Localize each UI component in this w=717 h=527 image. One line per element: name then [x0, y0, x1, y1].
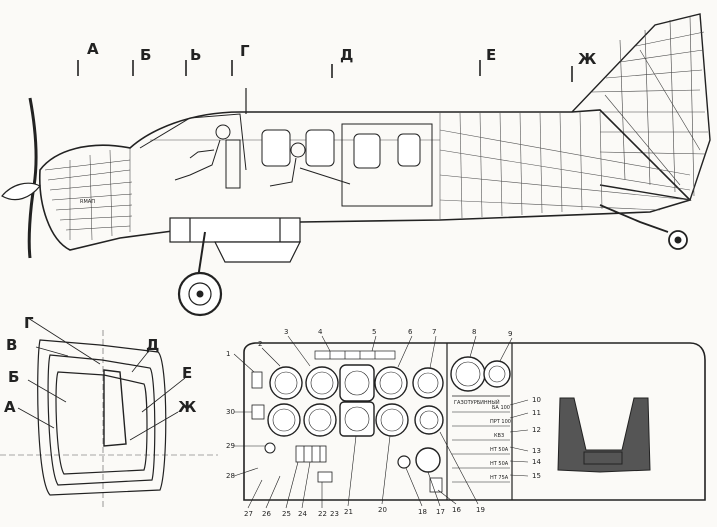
callout-26: 26 [262, 510, 271, 518]
callout-22: 22 [318, 510, 327, 518]
cross-label-b: Б [8, 368, 19, 386]
gauge-row-top [269, 356, 511, 402]
callout-15: 15 [532, 472, 541, 480]
placard-6: НТ 75А [490, 475, 509, 481]
callout-2: 2 [258, 340, 262, 348]
callout-17: 17 [436, 508, 445, 516]
callout-20: 20 [378, 506, 387, 514]
callout-5: 5 [372, 328, 376, 336]
placard-1: БА 100 [492, 405, 510, 411]
instrument-panel: ГАЗОТУРБИННЫЙ БА 100 ПРТ 100 КВЗ НТ 50А … [226, 328, 706, 518]
callout-4: 4 [318, 328, 323, 336]
callout-19: 19 [476, 506, 485, 514]
callout-21: 21 [344, 508, 353, 516]
tail-landing-gear [599, 204, 688, 250]
callout-8: 8 [472, 328, 476, 336]
section-markers [77, 60, 573, 82]
callout-leaders [233, 335, 529, 509]
gauge-row-bottom [264, 401, 444, 473]
placard-2: ПРТ 100 [490, 419, 511, 425]
callout-27: 27 [244, 510, 253, 518]
cross-label-e: Е [182, 364, 192, 382]
callout-24: 24 [298, 510, 307, 518]
cross-label-v: В [6, 336, 17, 354]
annunciator-strip [314, 350, 396, 360]
section-label-d: Д [340, 46, 353, 64]
panel-callouts: 1 2 3 4 5 6 7 8 9 10 11 12 13 14 15 16 1… [226, 328, 541, 518]
placard-header: ГАЗОТУРБИННЫЙ [454, 399, 500, 406]
callout-6: 6 [408, 328, 413, 336]
callout-16: 16 [452, 506, 461, 514]
section-label-a: А [87, 40, 99, 58]
callout-9: 9 [508, 330, 512, 338]
callout-10: 10 [532, 396, 541, 404]
control-yoke [557, 397, 651, 473]
main-landing-gear [177, 231, 223, 317]
callout-30: 30 [226, 408, 235, 416]
propeller [1, 97, 41, 259]
placard-column: ГАЗОТУРБИННЫЙ БА 100 ПРТ 100 КВЗ НТ 50А … [452, 395, 511, 483]
fuselage-marking: RМАП [80, 199, 95, 205]
pilot-figure [174, 124, 241, 189]
fuselage-cross-section: Г В Д Б Е А Ж [0, 314, 218, 510]
callout-11: 11 [532, 409, 541, 417]
cross-label-zh: Ж [178, 398, 197, 416]
callout-29: 29 [226, 442, 235, 450]
callout-25: 25 [282, 510, 291, 518]
cross-label-g: Г [24, 314, 34, 332]
crew-figure [269, 142, 351, 187]
aircraft-side-view: А Б Ь Г Д Е Ж [1, 13, 711, 317]
section-label-zh: Ж [578, 50, 597, 68]
placard-4: НТ 50А [490, 447, 509, 453]
switch-bank [251, 371, 443, 493]
callout-13: 13 [532, 447, 541, 455]
callout-23: 23 [330, 510, 339, 518]
ventral-pod [169, 217, 301, 263]
cross-label-d: Д [146, 336, 159, 354]
callout-1: 1 [226, 350, 230, 358]
cross-label-a: А [4, 398, 16, 416]
section-label-soft: Ь [190, 46, 201, 64]
section-label-e: Е [486, 46, 496, 64]
callout-28: 28 [226, 472, 235, 480]
tail-fin [571, 13, 711, 201]
callout-7: 7 [432, 328, 436, 336]
section-label-b: Б [140, 46, 151, 64]
callout-3: 3 [284, 328, 288, 336]
callout-12: 12 [532, 426, 541, 434]
engine-section [44, 148, 133, 241]
fuselage [39, 88, 692, 251]
callout-18: 18 [418, 508, 427, 516]
section-label-g: Г [240, 42, 250, 60]
callout-14: 14 [532, 458, 541, 466]
placard-3: КВЗ [494, 433, 504, 439]
placard-5: НТ 50А [490, 461, 509, 467]
